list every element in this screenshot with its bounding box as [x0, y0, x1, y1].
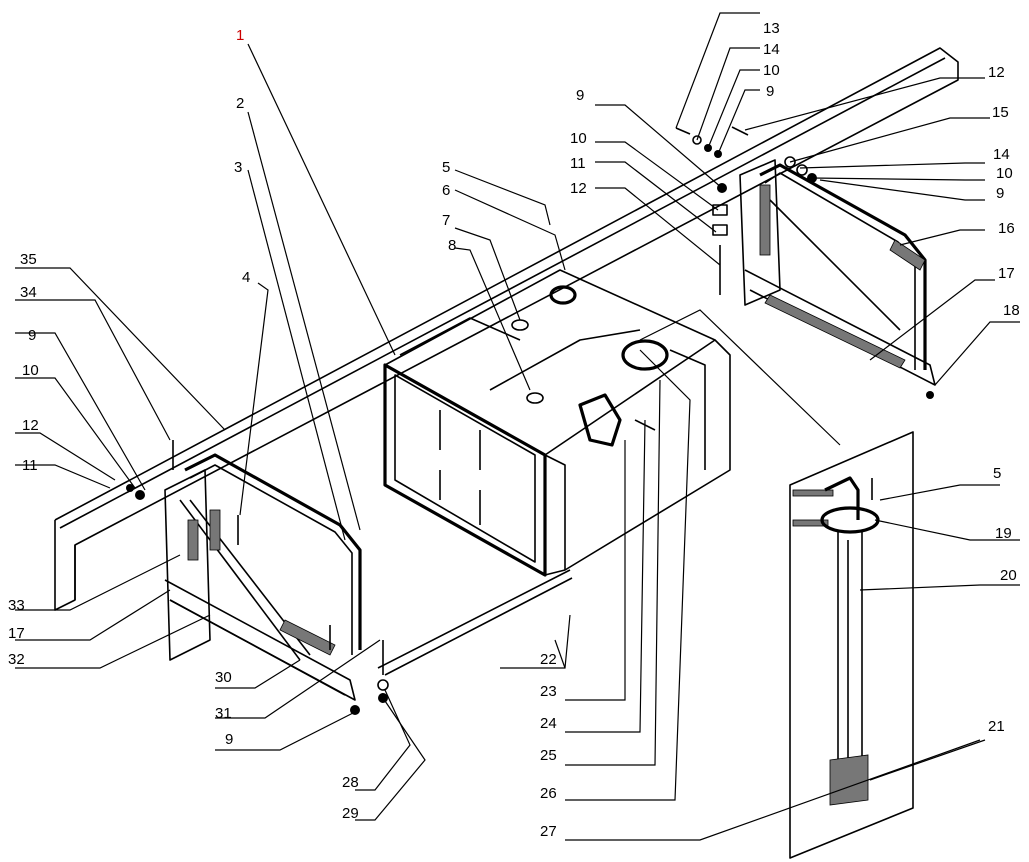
callout-1: 1	[236, 27, 244, 44]
callout-9-upper-right: 9	[766, 83, 774, 100]
callout-30: 30	[215, 669, 232, 686]
callout-25: 25	[540, 747, 557, 764]
callout-12-left: 12	[22, 417, 39, 434]
callout-10-right: 10	[996, 165, 1013, 182]
callout-12-right: 12	[988, 64, 1005, 81]
callout-19: 19	[995, 525, 1012, 542]
callout-6: 6	[442, 182, 450, 199]
callout-2: 2	[236, 95, 244, 112]
callout-20: 20	[1000, 567, 1017, 584]
callout-15: 15	[992, 104, 1009, 121]
callout-22: 22	[540, 651, 557, 668]
callout-8: 8	[448, 237, 456, 254]
callout-27: 27	[540, 823, 557, 840]
callout-9-bottom: 9	[225, 731, 233, 748]
callout-4: 4	[242, 269, 250, 286]
callout-9-left: 9	[28, 327, 36, 344]
callout-24: 24	[540, 715, 557, 732]
right-bracket	[675, 126, 936, 399]
callout-23: 23	[540, 683, 557, 700]
callout-5: 5	[442, 159, 450, 176]
left-bracket	[126, 440, 573, 715]
callout-17-left: 17	[8, 625, 25, 642]
callout-16: 16	[998, 220, 1015, 237]
frame-rail	[54, 47, 959, 611]
callout-7: 7	[442, 212, 450, 229]
callout-10-left: 10	[22, 362, 39, 379]
callout-9-right-a: 9	[996, 185, 1004, 202]
callout-11-left: 11	[22, 457, 38, 474]
callout-26: 26	[540, 785, 557, 802]
callout-17-right: 17	[998, 265, 1015, 282]
callout-21: 21	[988, 718, 1005, 735]
callout-33: 33	[8, 597, 25, 614]
callout-10-upper-right: 10	[763, 62, 780, 79]
callout-3: 3	[234, 159, 242, 176]
fuel-tank	[383, 269, 731, 577]
callout-11-top: 11	[570, 155, 586, 172]
callout-5-inset: 5	[993, 465, 1001, 482]
callout-35: 35	[20, 251, 37, 268]
callout-12-top: 12	[570, 180, 587, 197]
callout-14-top: 14	[763, 41, 780, 58]
callout-34: 34	[20, 284, 37, 301]
leader-lines	[15, 12, 1020, 841]
callout-10-top: 10	[570, 130, 587, 147]
callout-13: 13	[763, 20, 780, 37]
callout-28: 28	[342, 774, 359, 791]
callout-31: 31	[215, 705, 232, 722]
callout-32: 32	[8, 651, 25, 668]
callout-9-top: 9	[576, 87, 584, 104]
callout-18: 18	[1003, 302, 1020, 319]
callout-labels: 1 2 3 4 5 6 7 8 9 10 11 12 13 14 10 9 12…	[8, 20, 1020, 840]
callout-29: 29	[342, 805, 359, 822]
sender-inset	[789, 431, 914, 859]
callout-14-right: 14	[993, 146, 1010, 163]
